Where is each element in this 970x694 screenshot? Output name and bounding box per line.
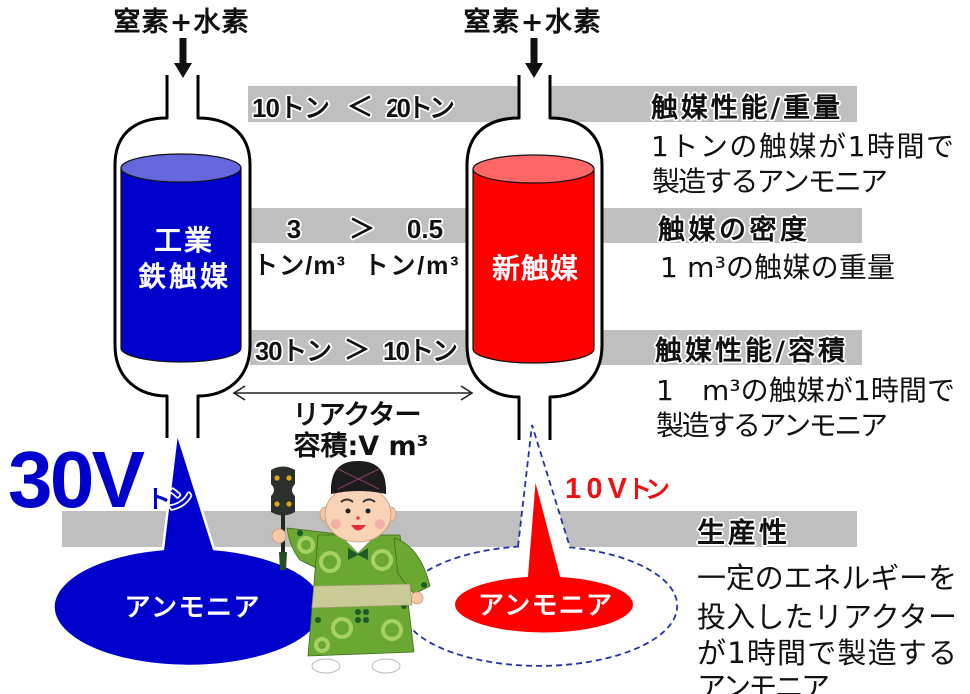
definition-line: 製造するアンモニア bbox=[652, 165, 888, 198]
right-hand bbox=[410, 591, 424, 605]
ammonia-bubble-red bbox=[453, 476, 635, 635]
definition-line: 1 m³の触媒が1時間で bbox=[656, 374, 955, 407]
comparison-right: 0.5 bbox=[407, 214, 443, 244]
fan-icon bbox=[271, 466, 295, 570]
ammonia-label: アンモニア bbox=[125, 593, 260, 623]
reactor-wall-right bbox=[196, 75, 252, 438]
input-right: 窒素+水素 bbox=[464, 6, 601, 78]
robe-pattern bbox=[297, 536, 403, 653]
definition-title: 触媒の密度 bbox=[658, 214, 807, 246]
right-sleeve bbox=[393, 537, 431, 595]
reactor-label-line2: 鉄触媒 bbox=[138, 260, 229, 293]
input-label: 窒素+水素 bbox=[114, 6, 249, 38]
left-eye bbox=[345, 508, 351, 514]
eyebrows bbox=[340, 498, 376, 503]
comparison-density: 3 ＞ 0.5 トン/m³ トン/m³ bbox=[253, 212, 459, 280]
comparison-operator: ＜ bbox=[347, 93, 373, 123]
input-label: 窒素+水素 bbox=[464, 6, 601, 38]
comparison-operator: ＞ bbox=[344, 336, 370, 366]
comparison-right: 10トン bbox=[383, 336, 458, 366]
catalyst-cylinder-top bbox=[120, 153, 242, 183]
double-arrow-icon bbox=[232, 385, 474, 401]
definition-line: 1 m³の触媒の重量 bbox=[660, 251, 895, 284]
definition-performance-volume: 触媒性能/容積 1 m³の触媒が1時間で 製造するアンモニア bbox=[653, 333, 955, 442]
reactor-volume: リアクター 容積:V m³ bbox=[232, 385, 474, 462]
comparison-left-unit: トン/m³ bbox=[253, 252, 345, 280]
hat bbox=[330, 461, 387, 494]
hat-cord bbox=[337, 468, 380, 490]
comparison-left: 10トン bbox=[252, 93, 330, 123]
reactor-volume-line2: 容積:V m³ bbox=[294, 430, 429, 462]
nose bbox=[356, 516, 360, 520]
definition-line: アンモニア bbox=[697, 670, 830, 694]
character-illustration bbox=[271, 461, 431, 674]
output-amount-value: 30V bbox=[8, 435, 145, 524]
robe-dots bbox=[297, 530, 427, 623]
definition-line: が1時間で製造する bbox=[697, 636, 957, 670]
left-hand bbox=[271, 528, 287, 544]
definition-density: 触媒の密度 1 m³の触媒の重量 bbox=[656, 212, 895, 284]
reactor-wall-left bbox=[465, 75, 521, 440]
right-foot bbox=[371, 658, 401, 674]
definition-line: 1トンの触媒が1時間で bbox=[651, 130, 954, 163]
arrow-down-icon bbox=[174, 38, 192, 78]
definition-performance-weight: 触媒性能/重量 1トンの触媒が1時間で 製造するアンモニア bbox=[649, 90, 954, 198]
band-performance-weight bbox=[248, 86, 857, 122]
belt bbox=[311, 583, 413, 609]
catalyst-cylinder-top bbox=[472, 154, 595, 184]
definition-line: 投入したリアクター bbox=[697, 600, 957, 634]
left-foot bbox=[311, 658, 341, 674]
comparison-performance-volume: 30トン ＞ 10トン bbox=[253, 334, 460, 368]
definition-title: 生産性 bbox=[697, 516, 787, 549]
ammonia-bubble-blue bbox=[52, 430, 325, 668]
reactor-wall-left bbox=[113, 75, 169, 438]
definition-title: 触媒性能/重量 bbox=[651, 92, 840, 124]
left-cheek bbox=[331, 519, 341, 529]
reactor-new-catalyst: 新触媒 bbox=[465, 75, 604, 440]
reactor-iron-catalyst: 工業 鉄触媒 bbox=[113, 75, 252, 438]
comparison-performance-weight: 10トン ＜ 20トン bbox=[250, 91, 457, 125]
output-amount-unit: トン bbox=[627, 476, 670, 504]
comparison-right-unit: トン/m³ bbox=[364, 252, 459, 280]
right-eye bbox=[365, 508, 371, 514]
comparison-right: 20トン bbox=[386, 93, 455, 123]
reactor-label-line1: 工業 bbox=[154, 224, 212, 257]
output-iron-catalyst: アンモニア 30V トン bbox=[8, 430, 325, 668]
right-cheek bbox=[375, 519, 385, 529]
output-new-catalyst: アンモニア 10V トン bbox=[453, 473, 670, 635]
reactor-wall-right bbox=[548, 75, 604, 440]
input-left: 窒素+水素 bbox=[114, 6, 249, 78]
comparison-left: 3 bbox=[287, 214, 301, 244]
definition-line: 製造するアンモニア bbox=[656, 409, 888, 442]
ammonia-label: アンモニア bbox=[478, 591, 612, 621]
definition-productivity: 生産性 一定のエネルギーを 投入したリアクター が1時間で製造する アンモニア bbox=[695, 514, 957, 694]
definition-line: 一定のエネルギーを bbox=[697, 561, 957, 595]
catalyst-cylinder-body bbox=[120, 167, 242, 363]
comparison-left: 30トン bbox=[255, 336, 332, 366]
bow bbox=[348, 548, 368, 560]
arrow-down-icon bbox=[525, 38, 543, 78]
comparison-operator: ＞ bbox=[349, 215, 375, 245]
mouth bbox=[351, 525, 366, 531]
reactor-label-line1: 新触媒 bbox=[492, 252, 579, 285]
face bbox=[324, 485, 392, 543]
reactor-volume-line1: リアクター bbox=[293, 400, 422, 431]
output-amount-unit: トン bbox=[146, 486, 192, 514]
catalyst-cylinder-body bbox=[472, 168, 595, 364]
output-amount-value: 10V bbox=[565, 473, 628, 505]
definition-title: 触媒性能/容積 bbox=[655, 335, 845, 367]
